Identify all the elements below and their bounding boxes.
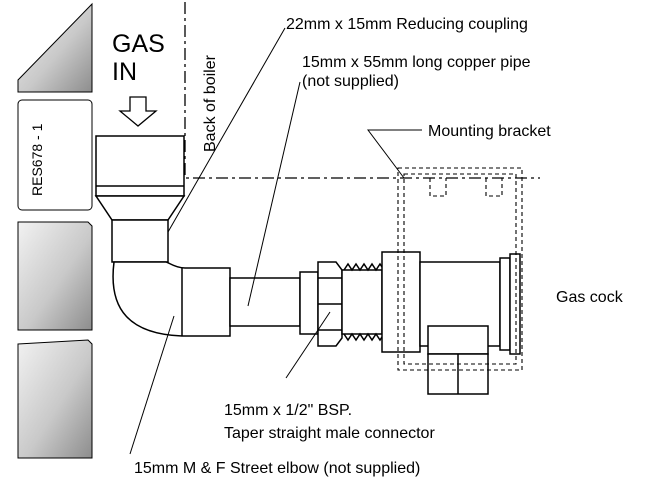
male-connector bbox=[299, 261, 385, 347]
copper-pipe bbox=[229, 277, 301, 327]
gas-cock bbox=[381, 251, 521, 395]
leader-lines bbox=[129, 27, 422, 455]
label-copper-pipe-line2: (not supplied) bbox=[302, 73, 399, 90]
reducing-coupling bbox=[94, 135, 186, 263]
label-mounting-bracket: Mounting bracket bbox=[428, 123, 551, 140]
wall-block-1 bbox=[17, 2, 93, 93]
mounting-bracket bbox=[397, 167, 523, 371]
wall-block-2 bbox=[17, 99, 93, 211]
label-connector-line2: Taper straight male connector bbox=[224, 425, 435, 442]
wall-block-3 bbox=[17, 221, 93, 331]
back-of-boiler-label: Back of boiler bbox=[202, 54, 219, 152]
callout-labels: 22mm x 15mm Reducing coupling 15mm x 55m… bbox=[134, 16, 624, 477]
leader-reducing-coupling bbox=[167, 27, 286, 233]
wall-block-4 bbox=[17, 339, 93, 459]
leader-copper-pipe bbox=[247, 81, 301, 307]
label-street-elbow: 15mm M & F Street elbow (not supplied) bbox=[134, 460, 420, 477]
leader-mounting-bracket bbox=[367, 129, 422, 179]
reference-code: RES678 - 1 bbox=[29, 123, 45, 196]
gas-in-label-in: IN bbox=[112, 58, 137, 86]
wall-blocks bbox=[17, 2, 93, 459]
gas-in-label-gas: GAS bbox=[112, 30, 165, 58]
gas-flow-arrow-icon bbox=[118, 96, 158, 127]
label-gas-cock: Gas cock bbox=[556, 289, 624, 306]
label-connector-line1: 15mm x 1/2" BSP. bbox=[224, 402, 352, 419]
leader-male-connector bbox=[285, 311, 331, 379]
label-reducing-coupling: 22mm x 15mm Reducing coupling bbox=[286, 16, 528, 33]
label-copper-pipe-line1: 15mm x 55mm long copper pipe bbox=[302, 54, 531, 71]
street-elbow bbox=[112, 261, 231, 337]
leader-street-elbow bbox=[129, 315, 175, 455]
